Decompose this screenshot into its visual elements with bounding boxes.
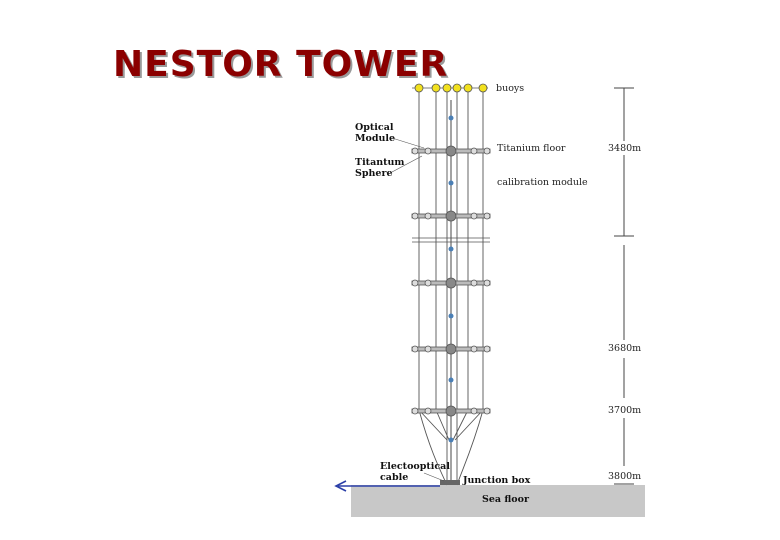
electrooptical-cable-label: Electooptical <box>380 461 450 472</box>
optical-module-label: Optical <box>355 122 394 133</box>
junction-box-label: Junction box <box>462 475 531 486</box>
tower-cables <box>418 92 484 486</box>
calibration-module-label: calibration module <box>497 177 588 188</box>
titanium-sphere <box>445 343 457 355</box>
electrooptical-cable-label: cable <box>380 472 408 483</box>
depth-label: 3800m <box>608 471 641 482</box>
sea-floor-label: Sea floor <box>482 494 530 505</box>
titanium-sphere <box>445 210 457 222</box>
depth-label: 3480m <box>608 143 641 154</box>
titanium-sphere-label: Sphere <box>355 168 393 179</box>
titanium-sphere <box>445 145 457 157</box>
buoys-label: buoys <box>496 83 524 94</box>
electrooptical-cable-arrow <box>334 480 440 492</box>
depth-scale <box>614 87 634 485</box>
depth-label: 3700m <box>608 405 641 416</box>
sea-floor <box>351 485 645 517</box>
junction-box <box>440 480 460 485</box>
titanium-sphere <box>445 277 457 289</box>
titanium-sphere-label: Titantum <box>355 157 404 168</box>
slide-title: NESTOR TOWER <box>113 44 449 85</box>
leader-lines <box>391 137 445 482</box>
optical-module-label: Module <box>355 133 395 144</box>
section-break <box>412 237 490 243</box>
depth-label: 3680m <box>608 343 641 354</box>
buoys <box>412 83 488 93</box>
optical-modules <box>448 115 454 443</box>
titanium-floors <box>411 145 491 417</box>
titanium-sphere <box>445 405 457 417</box>
titanium-floor-label: Titanium floor <box>497 143 566 154</box>
